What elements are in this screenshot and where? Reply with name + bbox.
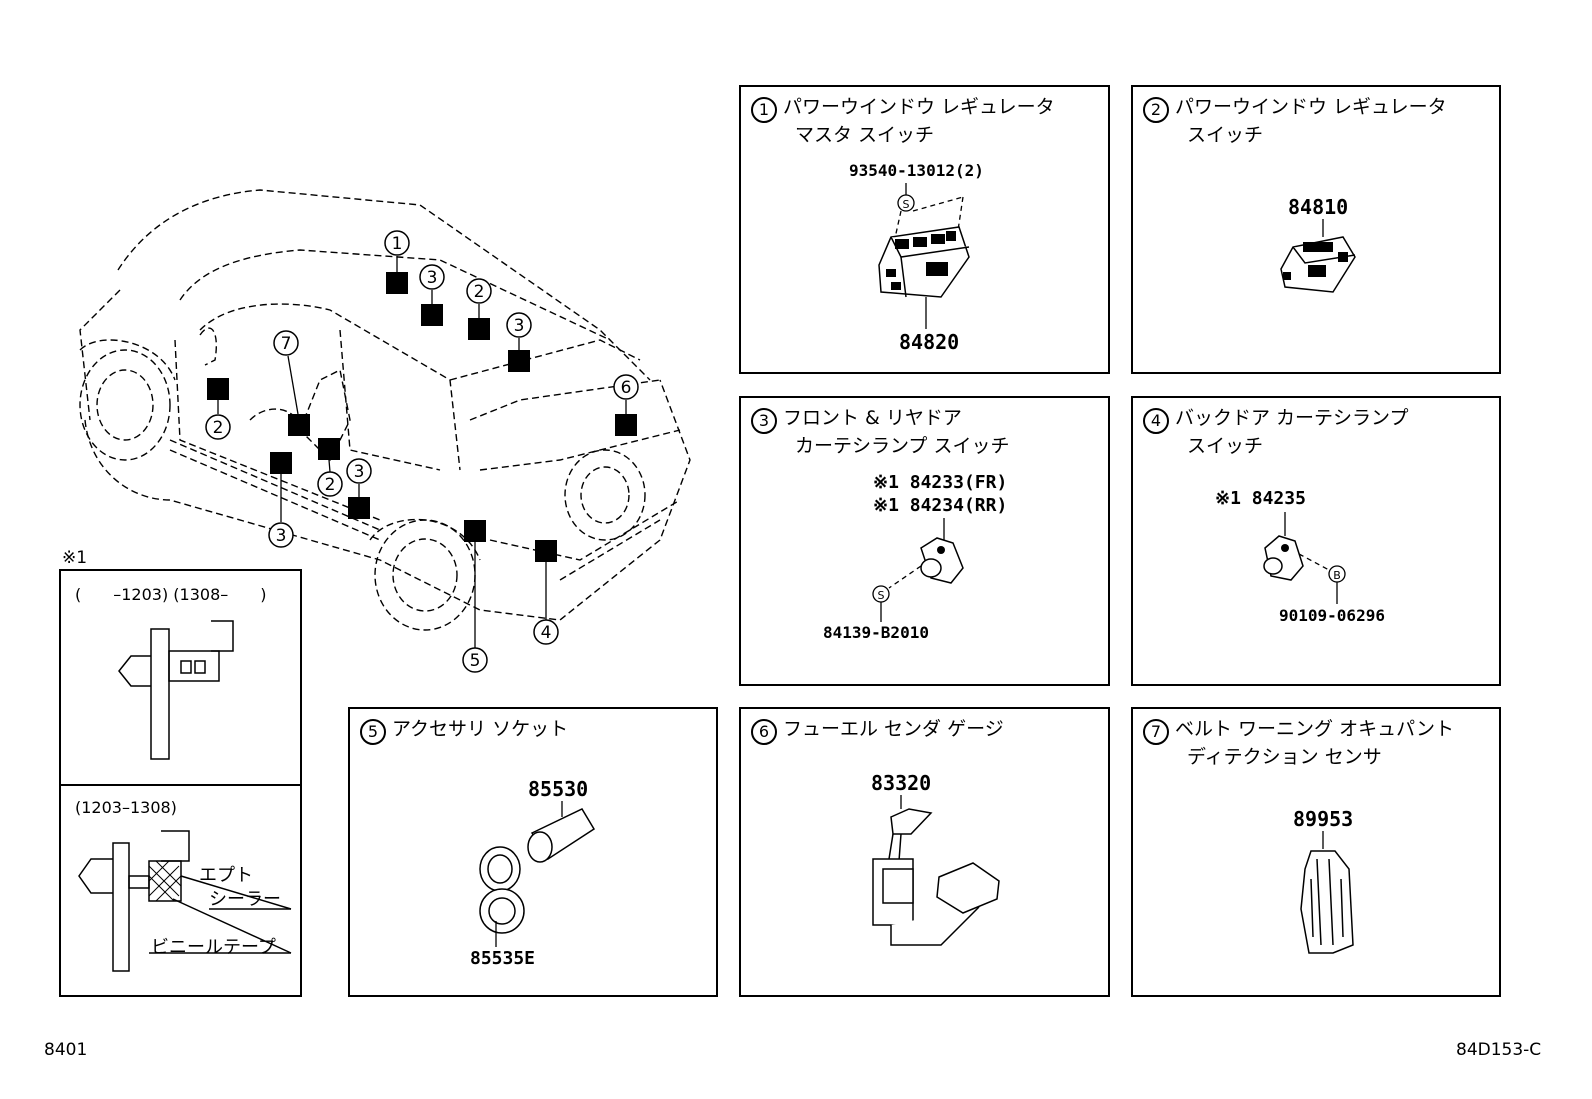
- note-label-sealer-1: エプト: [199, 865, 253, 886]
- panel-master-switch: 1 パワーウインドウ レギュレータ マスタ スイッチ 93540-13012(2)…: [739, 85, 1110, 374]
- callout-2: 2: [213, 418, 224, 438]
- screw-mark-s: S: [878, 589, 885, 602]
- panel-1-title-line2: マスタ スイッチ: [795, 124, 935, 146]
- callout-3: 3: [514, 316, 525, 336]
- footer-diagram-code: 84D153-C: [1456, 1040, 1542, 1060]
- part-90109-06296: 90109-06296: [1279, 606, 1385, 625]
- panel-4-title-line1: バックドア カーテシランプ: [1175, 407, 1409, 429]
- panel-2-title-line1: パワーウインドウ レギュレータ: [1175, 96, 1447, 118]
- callout-1: 1: [392, 234, 403, 254]
- note-range-1: ( –1203) (1308– ): [75, 585, 267, 604]
- callout-4: 4: [541, 623, 552, 643]
- part-84233: ※1 84233(FR): [873, 472, 1008, 493]
- part-84820: 84820: [899, 330, 960, 354]
- panel-5-title: 5 アクセサリ ソケット: [360, 717, 568, 745]
- panel-accessory-socket: 5 アクセサリ ソケット 85530 85535E: [348, 707, 718, 997]
- part-84810: 84810: [1288, 195, 1349, 219]
- master-switch-drawing: S: [878, 183, 970, 329]
- part-93540-13012: 93540-13012(2): [849, 161, 984, 180]
- screw-mark-s: S: [903, 198, 910, 211]
- window-switch-drawing: [1280, 219, 1356, 293]
- vehicle-diagram: 1 3 2 3 7 2 2 3 3 6 4 5: [79, 189, 691, 673]
- note-divider: [61, 784, 300, 786]
- panel-courtesy-switch: 3 フロント & リヤドア カーテシランプ スイッチ ※1 84233(FR) ※…: [739, 396, 1110, 686]
- callout-2: 2: [474, 282, 485, 302]
- callout-3: 3: [427, 268, 438, 288]
- panel-occupant-sensor: 7 ベルト ワーニング オキュパント ディテクション センサ 89953: [1131, 707, 1501, 997]
- panel-1-number: 1: [751, 97, 777, 123]
- bolt-mark-b: B: [1333, 569, 1341, 582]
- panel-7-number: 7: [1143, 719, 1169, 745]
- fuel-sender-drawing: [872, 795, 1000, 946]
- part-85535e: 85535E: [470, 948, 536, 969]
- callout-3: 3: [276, 526, 287, 546]
- panel-4-title: 4 バックドア カーテシランプ スイッチ: [1143, 406, 1408, 459]
- panel-5-title-line1: アクセサリ ソケット: [392, 718, 569, 740]
- panel-3-title: 3 フロント & リヤドア カーテシランプ スイッチ: [751, 406, 1009, 459]
- panel-1-title-line1: パワーウインドウ レギュレータ: [783, 96, 1055, 118]
- panel-4-number: 4: [1143, 408, 1169, 434]
- panel-6-title: 6 フューエル センダ ゲージ: [751, 717, 1004, 745]
- panel-5-number: 5: [360, 719, 386, 745]
- panel-back-door-switch: 4 バックドア カーテシランプ スイッチ ※1 84235 90109-06296…: [1131, 396, 1501, 686]
- callout-6: 6: [621, 378, 632, 398]
- callout-5: 5: [470, 651, 481, 671]
- panel-2-title-line2: スイッチ: [1187, 124, 1264, 146]
- part-89953: 89953: [1293, 807, 1354, 831]
- part-83320: 83320: [871, 771, 932, 795]
- callout-3: 3: [354, 462, 365, 482]
- note-box: ( –1203) (1308– ) (1203–1308) エプト シーラー ビ…: [59, 569, 302, 997]
- note-label-sealer-2: シーラー: [209, 889, 281, 910]
- panel-7-title-line2: ディテクション センサ: [1187, 746, 1382, 768]
- panel-2-number: 2: [1143, 97, 1169, 123]
- panel-3-number: 3: [751, 408, 777, 434]
- panel-window-switch: 2 パワーウインドウ レギュレータ スイッチ 84810: [1131, 85, 1501, 374]
- part-84139-b2010: 84139-B2010: [823, 623, 929, 642]
- panel-7-title-line1: ベルト ワーニング オキュパント: [1175, 718, 1455, 740]
- callout-7: 7: [281, 334, 292, 354]
- panel-6-title-line1: フューエル センダ ゲージ: [783, 718, 1004, 740]
- panel-2-title: 2 パワーウインドウ レギュレータ スイッチ: [1143, 95, 1447, 148]
- panel-3-title-line2: カーテシランプ スイッチ: [795, 435, 1010, 457]
- panel-3-title-line1: フロント & リヤドア: [783, 407, 962, 429]
- note-drawing: [78, 620, 292, 972]
- part-84235: ※1 84235: [1215, 488, 1306, 509]
- part-85530: 85530: [528, 777, 589, 801]
- panel-7-title: 7 ベルト ワーニング オキュパント ディテクション センサ: [1143, 717, 1454, 770]
- part-84234: ※1 84234(RR): [873, 495, 1008, 516]
- footer-page-code: 8401: [44, 1040, 88, 1060]
- panel-4-title-line2: スイッチ: [1187, 435, 1264, 457]
- accessory-socket-drawing: [479, 801, 596, 947]
- panel-fuel-sender: 6 フューエル センダ ゲージ 83320: [739, 707, 1110, 997]
- occupant-sensor-drawing: [1300, 831, 1354, 954]
- back-door-switch-drawing: B: [1263, 512, 1346, 604]
- callout-2: 2: [325, 475, 336, 495]
- note-mark: ※1: [62, 548, 88, 568]
- note-range-2: (1203–1308): [75, 798, 177, 817]
- panel-6-number: 6: [751, 719, 777, 745]
- panel-1-title: 1 パワーウインドウ レギュレータ マスタ スイッチ: [751, 95, 1055, 148]
- courtesy-switch-drawing: S: [872, 518, 964, 622]
